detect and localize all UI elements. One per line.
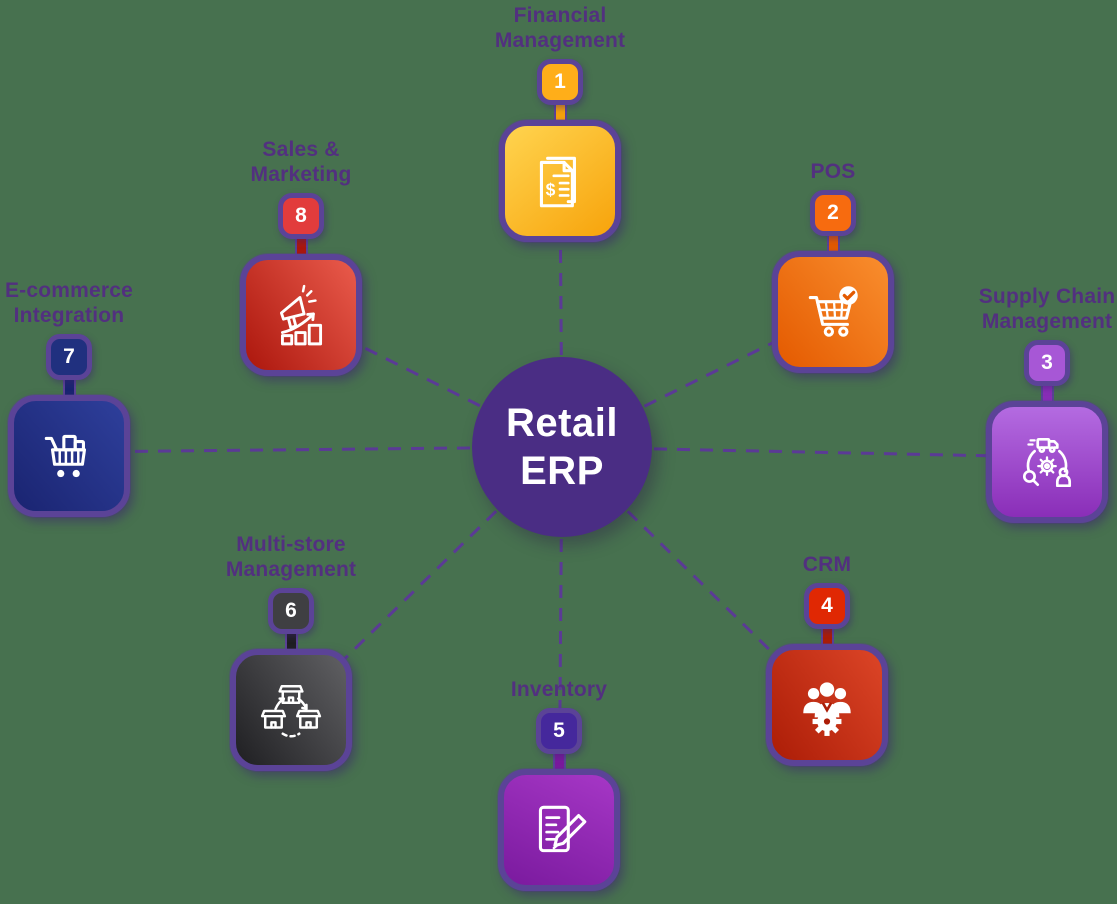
- connector-line: [289, 445, 564, 713]
- svg-text:$: $: [546, 179, 556, 199]
- node-number: 5: [553, 719, 565, 742]
- node-label: Multi-store Management: [225, 533, 357, 581]
- node-number-badge: 5: [536, 708, 582, 754]
- node-square: [772, 251, 894, 373]
- node-square: [240, 254, 362, 376]
- node-number-badge: 8: [278, 193, 324, 239]
- node-label: Supply Chain Management: [978, 285, 1116, 333]
- badge-stem: [284, 630, 298, 654]
- node-number: 1: [554, 70, 566, 93]
- badge-stem: [294, 235, 308, 259]
- team-gear-icon: [803, 682, 851, 736]
- node-label: E-commerce Integration: [4, 279, 134, 327]
- node-supply-chain-management: Supply Chain Management 3: [927, 284, 1117, 523]
- node-multi-store-management: Multi-store Management 6: [171, 532, 411, 771]
- node-inventory: Inventory 5: [439, 677, 679, 891]
- cart-check-icon: [808, 286, 858, 337]
- badge-stem: [553, 101, 567, 125]
- node-number: 3: [1041, 351, 1053, 374]
- node-square: $: [499, 120, 621, 242]
- node-pos: POS 2: [713, 159, 953, 373]
- node-number-badge: 7: [46, 334, 92, 380]
- node-number-badge: 6: [268, 588, 314, 634]
- badge-stem: [826, 232, 840, 256]
- node-financial-management: Financial Management 1 $: [440, 3, 680, 242]
- node-ecommerce-integration: E-commerce Integration 7: [0, 278, 189, 517]
- stores-sync-icon: [260, 685, 322, 738]
- node-square: [230, 649, 352, 771]
- cart-packages-icon: [44, 434, 87, 478]
- node-label: Sales & Marketing: [250, 138, 352, 186]
- node-number: 6: [285, 599, 297, 622]
- node-crm: CRM 4: [707, 552, 947, 766]
- hub-label: Retail ERP: [506, 401, 618, 493]
- badge-stem: [62, 376, 76, 400]
- node-label: Financial Management: [494, 4, 626, 52]
- badge-stem: [820, 625, 834, 649]
- node-number: 4: [821, 594, 833, 617]
- node-number: 7: [63, 345, 75, 368]
- node-number-badge: 4: [804, 583, 850, 629]
- logistics-cycle-icon: [1022, 437, 1072, 488]
- node-square: [766, 644, 888, 766]
- node-label: POS: [810, 160, 856, 183]
- node-number-badge: 3: [1024, 340, 1070, 386]
- connector-line: [557, 446, 564, 832]
- node-square: [498, 769, 620, 891]
- node-number: 2: [827, 201, 839, 224]
- node-sales-marketing: Sales & Marketing 8: [181, 137, 421, 376]
- node-number-badge: 1: [537, 59, 583, 105]
- badge-stem: [552, 750, 566, 774]
- retail-erp-hub: Retail ERP: [472, 357, 652, 537]
- node-label: Inventory: [510, 678, 608, 701]
- node-label: CRM: [802, 553, 852, 576]
- invoice-dollar-icon: $: [539, 156, 576, 208]
- node-number: 8: [295, 204, 307, 227]
- node-number-badge: 2: [810, 190, 856, 236]
- node-square: [8, 395, 130, 517]
- node-square: [986, 401, 1108, 523]
- badge-stem: [1040, 382, 1054, 406]
- document-pencil-icon: [538, 805, 587, 853]
- megaphone-growth-icon: [279, 284, 323, 346]
